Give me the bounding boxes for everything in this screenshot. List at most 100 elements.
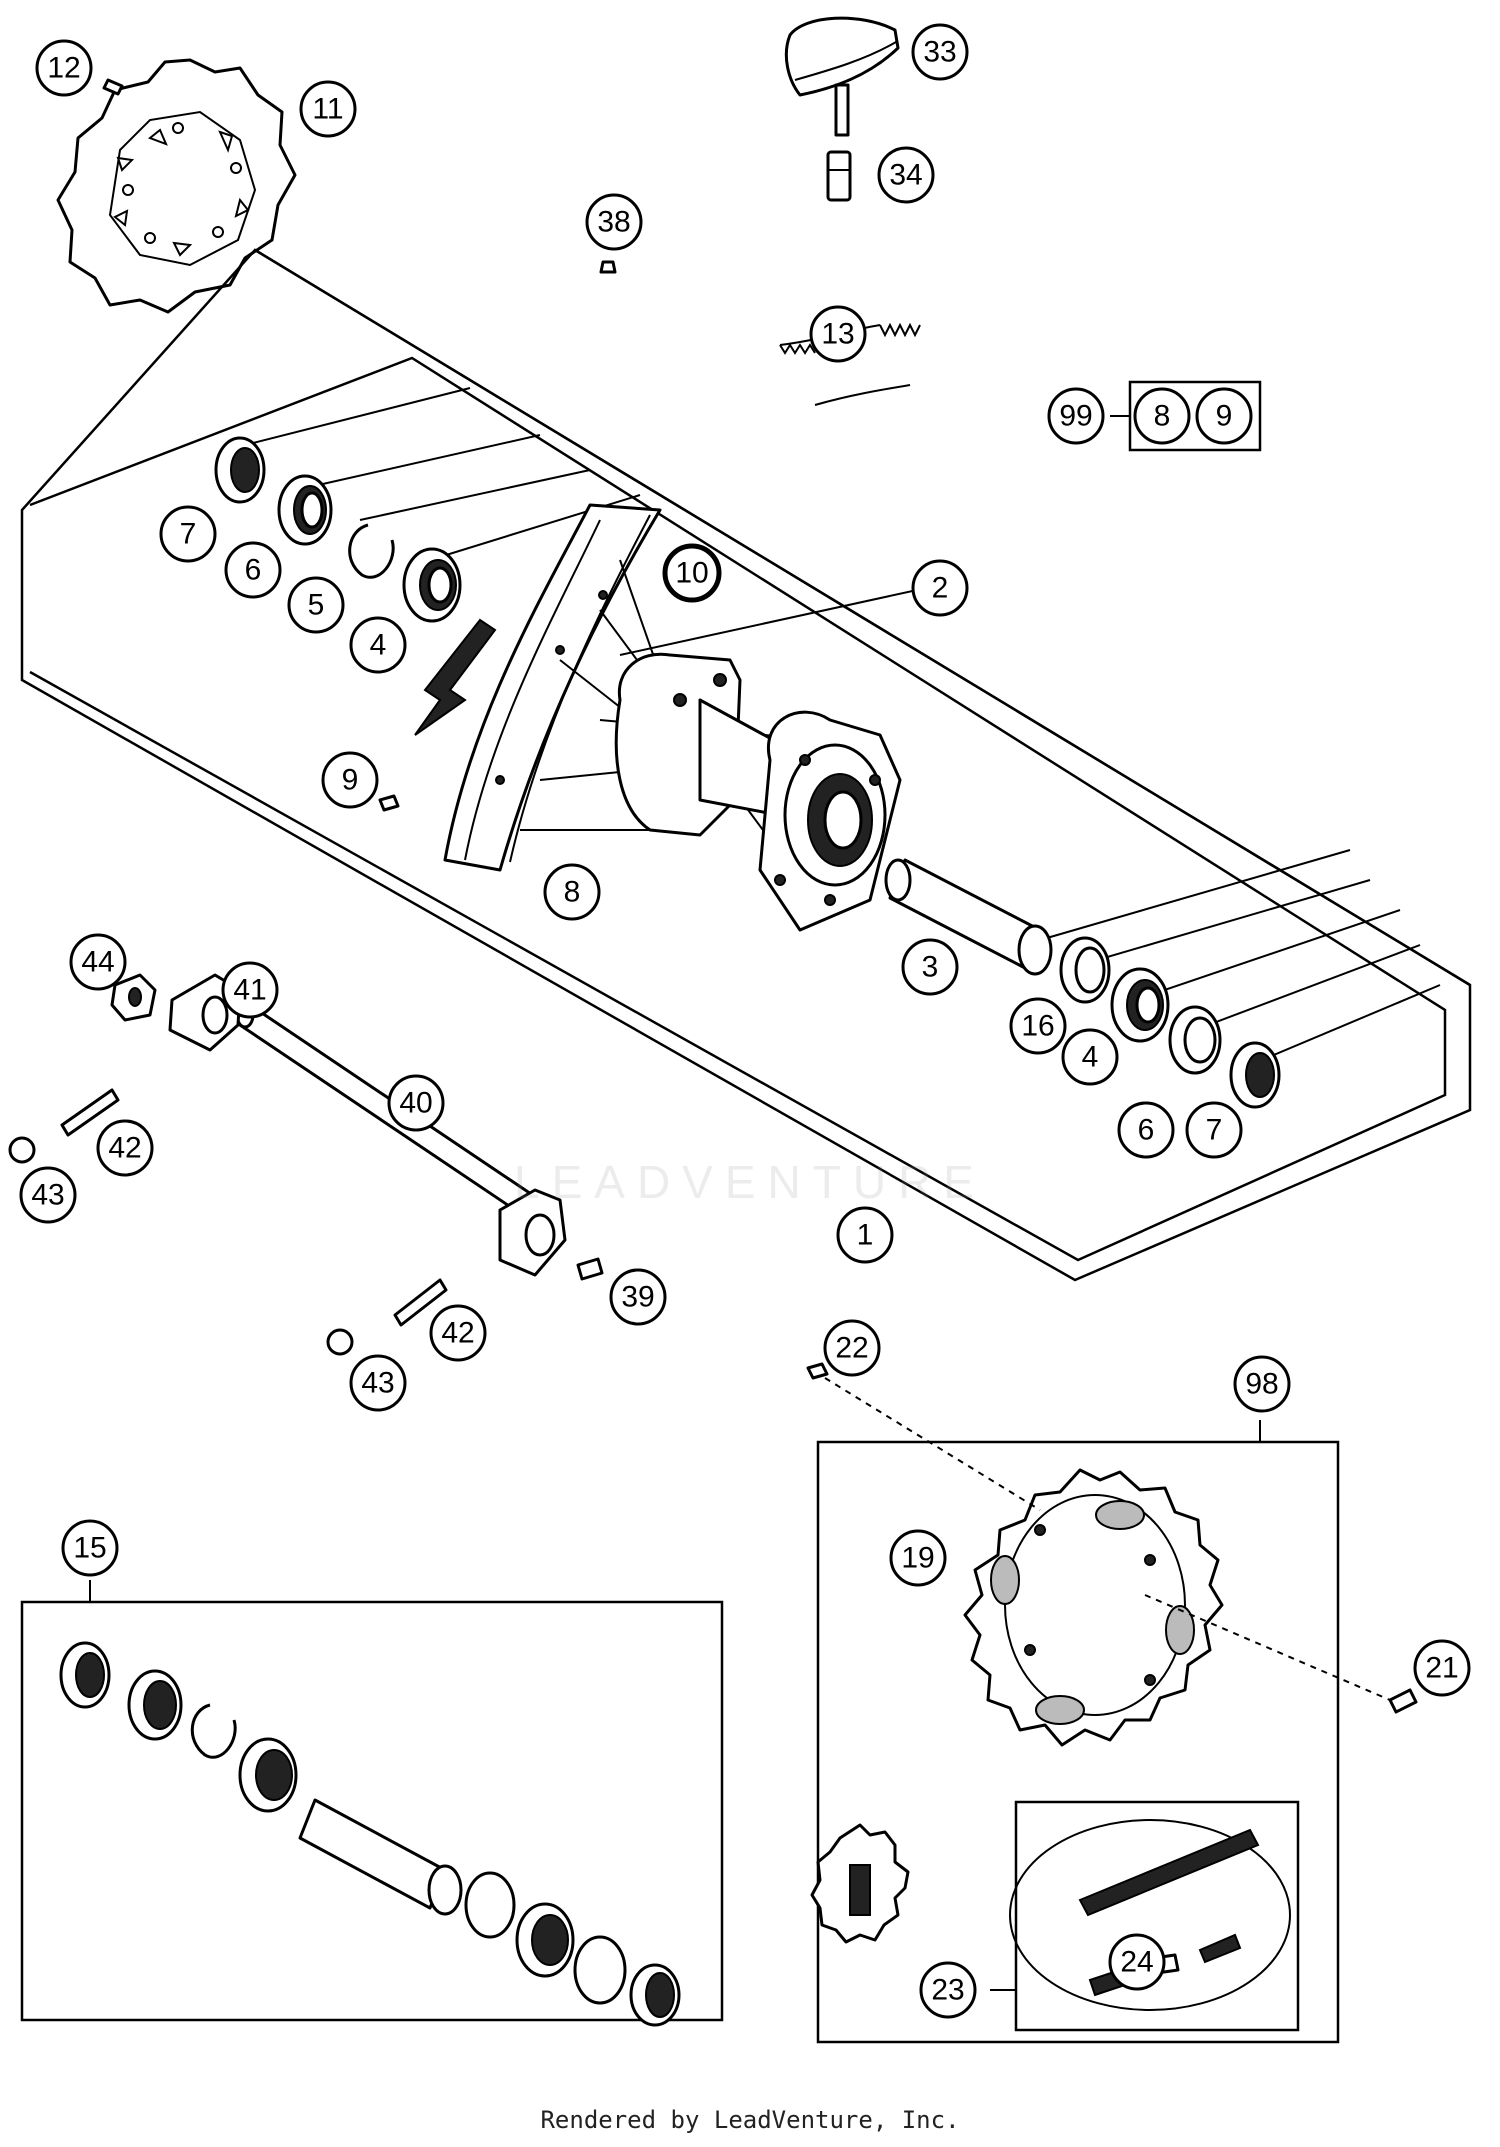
callout-circle — [836, 1206, 894, 1264]
callout-circle — [609, 1268, 667, 1326]
callout-label: 9 — [342, 764, 359, 797]
callout-label: 41 — [233, 974, 266, 1007]
callout-label: 1 — [857, 1219, 874, 1252]
callout-38: 38 — [585, 193, 643, 251]
callout-circle — [96, 1119, 154, 1177]
rim — [443, 503, 662, 872]
callout-circle — [1233, 1355, 1291, 1413]
callout-22: 22 — [823, 1319, 881, 1377]
wheel-assembly-frame — [20, 248, 1472, 1282]
valve-nut — [826, 150, 852, 202]
callout-7: 7 — [159, 505, 217, 563]
callout-label: 3 — [922, 951, 939, 984]
callout-circle — [911, 559, 969, 617]
direction-arrow-icon — [414, 618, 497, 736]
callout-23: 23 — [919, 1961, 977, 2019]
callout-circle — [349, 616, 407, 674]
callout-label: 12 — [47, 52, 80, 85]
axle-nut — [110, 973, 157, 1022]
callout-circle — [823, 1319, 881, 1377]
distance-sleeve — [884, 858, 1053, 976]
watermark: LEADVENTURE — [514, 1156, 986, 1208]
spacer-6-left — [277, 474, 333, 546]
callout-6: 6 — [1117, 1101, 1175, 1159]
callout-4: 4 — [349, 616, 407, 674]
callout-label: 7 — [180, 518, 197, 551]
callout-circle — [1047, 387, 1105, 445]
callout-13: 13 — [809, 305, 867, 363]
bearing-4-right — [1110, 967, 1170, 1043]
callout-41: 41 — [221, 961, 279, 1019]
callout-label: 10 — [675, 557, 708, 590]
callout-33: 33 — [911, 23, 969, 81]
callout-circle — [321, 751, 379, 809]
callout-44: 44 — [69, 933, 127, 991]
spacer-16 — [1059, 936, 1111, 1004]
callout-label: 34 — [889, 159, 922, 192]
callout-circle — [1061, 1028, 1119, 1086]
callout-label: 22 — [835, 1332, 868, 1365]
callout-circle — [35, 39, 93, 97]
callout-label: 23 — [931, 1974, 964, 2007]
callout-label: 8 — [1154, 400, 1171, 433]
callout-circle — [61, 1519, 119, 1577]
sprocket-screw — [1144, 1594, 1418, 1714]
bleed-screw — [576, 1257, 604, 1281]
callout-16: 16 — [1009, 997, 1067, 1055]
callout-label: 6 — [245, 554, 262, 587]
callout-circle — [889, 1529, 947, 1587]
circlip-5 — [348, 523, 395, 579]
rim-screw — [378, 794, 400, 812]
callout-8: 8 — [543, 863, 601, 921]
callout-circle — [1195, 387, 1253, 445]
callout-circle — [809, 305, 867, 363]
callout-12: 12 — [35, 39, 93, 97]
callout-label: 4 — [1082, 1041, 1099, 1074]
callout-43: 43 — [19, 1166, 77, 1224]
callout-label: 7 — [1206, 1114, 1223, 1147]
callout-circle — [911, 23, 969, 81]
callout-label: 39 — [621, 1281, 654, 1314]
brake-disc — [56, 58, 297, 314]
adjusting-nut-right — [326, 1328, 354, 1356]
callout-2: 2 — [911, 559, 969, 617]
adjusting-screw-left — [60, 1088, 120, 1137]
callout-43: 43 — [349, 1354, 407, 1412]
callout-circle — [159, 505, 217, 563]
callout-42: 42 — [96, 1119, 154, 1177]
callout-label: 40 — [399, 1087, 432, 1120]
valve-cap — [784, 16, 900, 137]
callout-9: 9 — [321, 751, 379, 809]
adjusting-nut-left — [8, 1136, 36, 1164]
callout-circle — [19, 1166, 77, 1224]
callout-circle — [585, 193, 643, 251]
callout-label: 24 — [1120, 1946, 1153, 1979]
callout-circle — [1117, 1101, 1175, 1159]
callout-label: 19 — [901, 1542, 934, 1575]
callout-label: 2 — [932, 572, 949, 605]
callout-circle — [1108, 1933, 1166, 1991]
callout-label: 11 — [312, 93, 343, 126]
callout-circle — [1413, 1639, 1471, 1697]
footer-credit: Rendered by LeadVenture, Inc. — [540, 2106, 960, 2134]
callout-circle — [1009, 997, 1067, 1055]
callout-label: 43 — [31, 1179, 64, 1212]
callout-label: 43 — [361, 1367, 394, 1400]
callout-circle — [221, 961, 279, 1019]
callout-6: 6 — [224, 541, 282, 599]
callout-circle — [1185, 1101, 1243, 1159]
callout-11: 11 — [299, 80, 357, 138]
callout-24: 24 — [1108, 1933, 1166, 1991]
seal-7-right — [1229, 1041, 1281, 1109]
callout-8: 8 — [1133, 387, 1191, 445]
callout-10: 10 — [662, 543, 722, 603]
callout-circle — [662, 543, 722, 603]
callout-circle — [543, 863, 601, 921]
callout-label: 42 — [108, 1132, 141, 1165]
bearing-4-left — [402, 547, 462, 623]
callout-label: 38 — [597, 206, 630, 239]
callout-circle — [349, 1354, 407, 1412]
chain-adjuster-right — [498, 1188, 567, 1277]
callout-9: 9 — [1195, 387, 1253, 445]
callout-label: 33 — [923, 36, 956, 69]
